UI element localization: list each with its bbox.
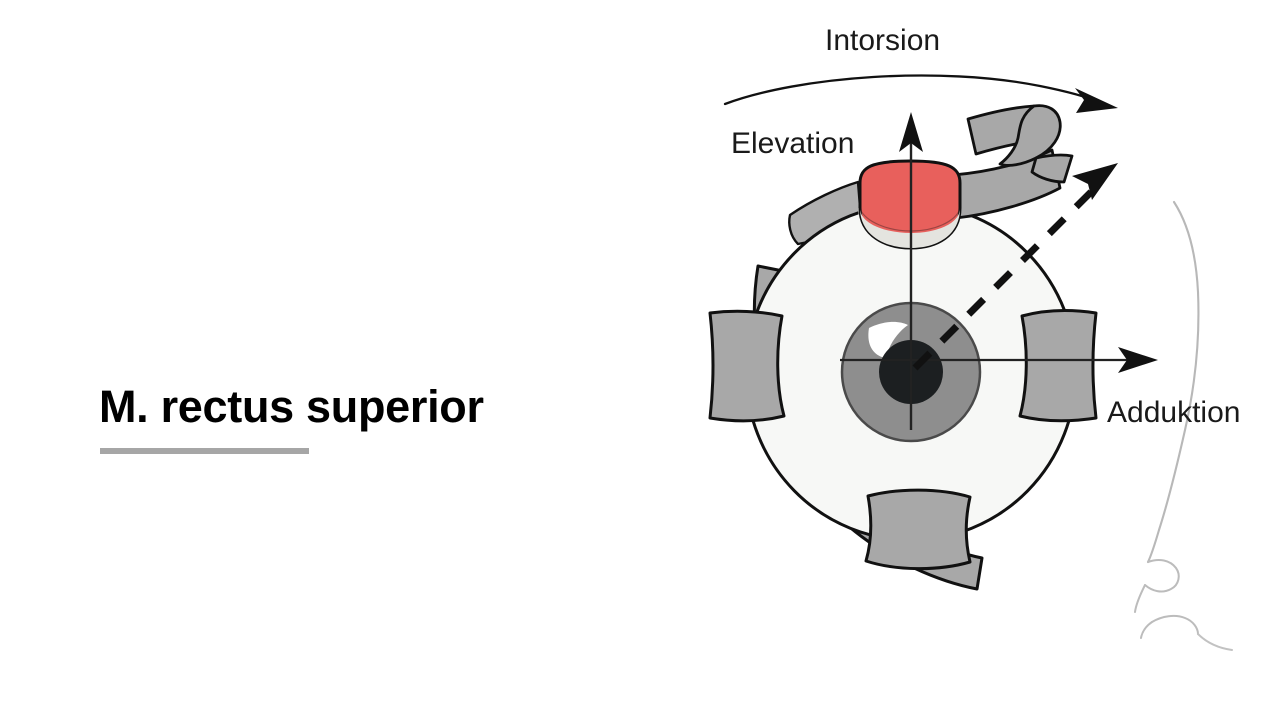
superior-oblique-tendon: [966, 104, 1074, 184]
title-block: M. rectus superior: [99, 381, 659, 455]
title-underline-rule: [100, 448, 309, 455]
medial-rectus-stub: [1018, 309, 1098, 423]
lateral-rectus-stub: [708, 309, 786, 423]
adduktion-axis-arrow: [840, 347, 1158, 373]
resultant-action-dashed-arrow: [912, 163, 1118, 371]
label-intorsion: Intorsion: [825, 24, 941, 57]
page-title: M. rectus superior: [99, 381, 484, 432]
inferior-rectus-stub: [864, 488, 972, 571]
eye-diagram-figure: [640, 0, 1280, 720]
iris-highlight: [868, 321, 908, 358]
elevation-axis-arrow: [899, 112, 923, 430]
label-adduktion: Adduktion: [1107, 396, 1241, 429]
label-elevation: Elevation: [731, 127, 855, 160]
nose-profile-icon: [1134, 200, 1233, 651]
intorsion-curved-arrow: [723, 74, 1118, 113]
